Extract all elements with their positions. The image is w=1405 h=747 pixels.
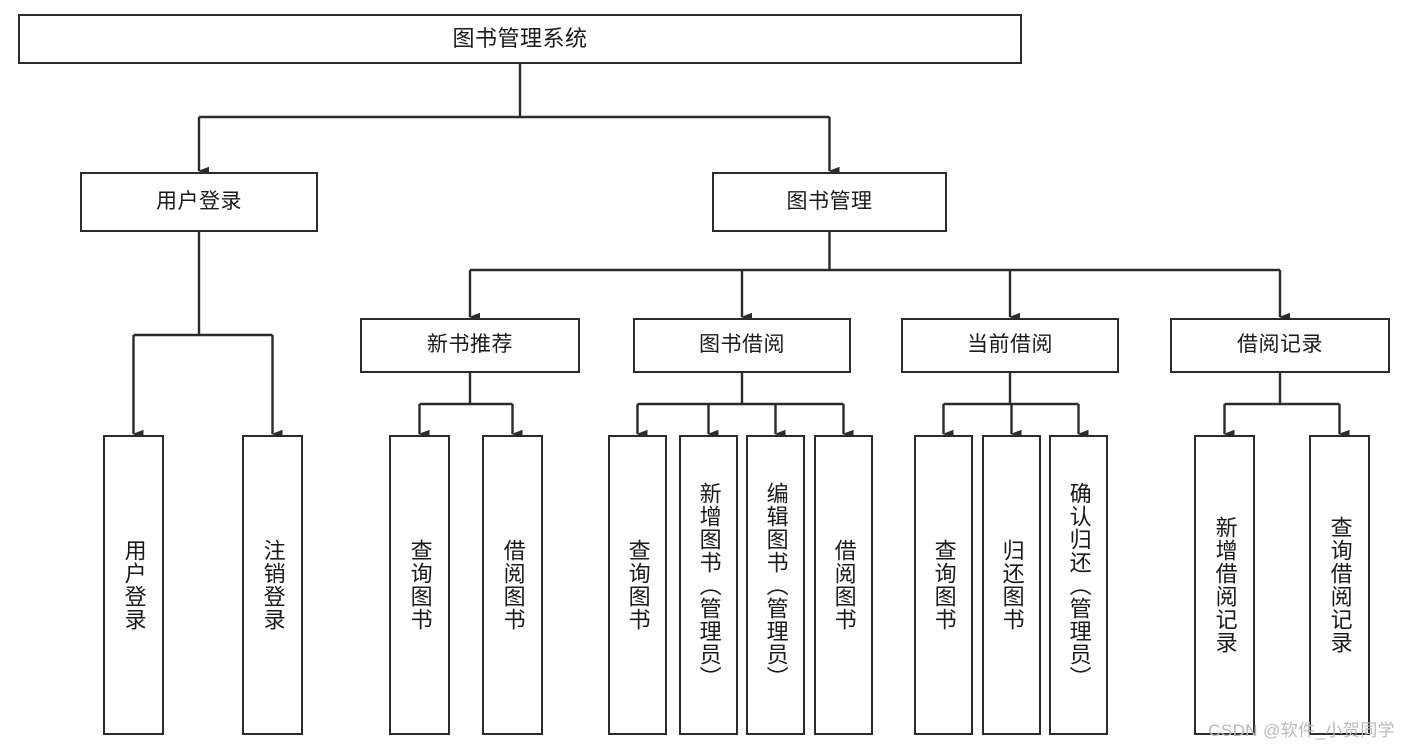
node-new-book-rec[interactable]: 新书推荐 xyxy=(360,318,580,373)
node-label: 借阅图书 xyxy=(500,539,526,631)
node-leaf-query-record[interactable]: 查询借阅记录 xyxy=(1309,435,1370,735)
node-label: 图书借阅 xyxy=(699,333,785,357)
node-label: 新书推荐 xyxy=(427,333,513,357)
node-leaf-borrow-book-2[interactable]: 借阅图书 xyxy=(814,435,873,735)
node-book-manage[interactable]: 图书管理 xyxy=(712,172,947,232)
node-leaf-query-book-3[interactable]: 查询图书 xyxy=(914,435,973,735)
node-leaf-query-book-1[interactable]: 查询图书 xyxy=(389,435,450,735)
node-label: 用户登录 xyxy=(121,539,147,631)
node-label: 查询图书 xyxy=(931,539,957,631)
node-root[interactable]: 图书管理系统 xyxy=(18,14,1022,64)
node-leaf-user-logout[interactable]: 注销登录 xyxy=(242,435,303,735)
node-leaf-query-book-2[interactable]: 查询图书 xyxy=(608,435,667,735)
node-leaf-borrow-book-1[interactable]: 借阅图书 xyxy=(482,435,543,735)
node-leaf-add-book[interactable]: 新增图书（管理员） xyxy=(679,435,738,735)
node-leaf-confirm-return[interactable]: 确认归还（管理员） xyxy=(1049,435,1108,735)
node-leaf-add-record[interactable]: 新增借阅记录 xyxy=(1194,435,1255,735)
node-leaf-user-login[interactable]: 用户登录 xyxy=(103,435,164,735)
node-label: 查询图书 xyxy=(407,539,433,631)
node-label: 用户登录 xyxy=(156,189,242,213)
node-current-borrow[interactable]: 当前借阅 xyxy=(901,318,1119,373)
node-label: 归还图书 xyxy=(999,539,1025,631)
node-borrow-record[interactable]: 借阅记录 xyxy=(1170,318,1390,373)
node-leaf-edit-book[interactable]: 编辑图书（管理员） xyxy=(746,435,805,735)
node-book-borrow[interactable]: 图书借阅 xyxy=(633,318,851,373)
node-leaf-return-book[interactable]: 归还图书 xyxy=(982,435,1041,735)
node-label: 图书管理系统 xyxy=(452,26,588,52)
node-label: 借阅记录 xyxy=(1237,333,1323,357)
csdn-watermark: CSDN @软件_小贺同学 xyxy=(1208,721,1395,740)
node-label: 新增图书（管理员） xyxy=(696,481,722,689)
node-user-login[interactable]: 用户登录 xyxy=(80,172,318,232)
node-label: 查询借阅记录 xyxy=(1327,516,1353,654)
node-label: 确认归还（管理员） xyxy=(1066,481,1092,689)
node-label: 借阅图书 xyxy=(831,539,857,631)
node-label: 图书管理 xyxy=(786,189,873,213)
node-label: 新增借阅记录 xyxy=(1212,516,1238,654)
node-label: 查询图书 xyxy=(625,539,651,631)
node-label: 注销登录 xyxy=(260,539,286,631)
node-label: 编辑图书（管理员） xyxy=(763,481,789,689)
node-label: 当前借阅 xyxy=(967,333,1053,357)
